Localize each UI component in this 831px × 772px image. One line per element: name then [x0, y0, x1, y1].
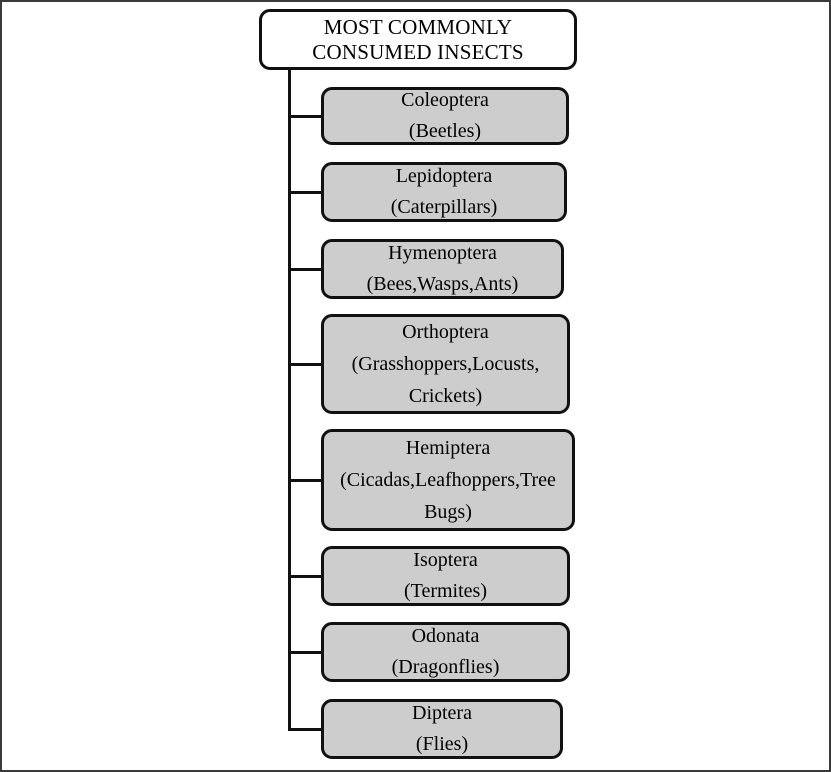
connector-branch-line [288, 728, 324, 731]
connector-branch-line [288, 575, 324, 578]
order-name-label: Lepidoptera [395, 165, 493, 187]
insect-order-node-orthoptera: Orthoptera (Grasshoppers,Locusts, Crickets… [321, 314, 570, 414]
order-name-label: Odonata [411, 625, 480, 647]
common-name-label: (Cicadas,Leafhoppers,Tree [340, 468, 556, 491]
insect-order-node-odonata: Odonata (Dragonflies) [321, 622, 570, 682]
order-name-label: Hemiptera [405, 436, 491, 459]
root-title-line: MOST COMMONLY [323, 15, 513, 40]
insect-order-node-diptera: Diptera (Flies) [321, 699, 563, 759]
insect-order-node-isoptera: Isoptera (Termites) [321, 546, 570, 606]
root-title-line: CONSUMED INSECTS [312, 39, 524, 64]
connector-branch-line [288, 268, 324, 271]
common-name-label: Crickets) [408, 384, 483, 407]
common-name-label: (Grasshoppers,Locusts, [351, 352, 540, 375]
insect-order-node-hymenoptera: Hymenoptera (Bees,Wasps,Ants) [321, 239, 564, 299]
connector-trunk-line [288, 69, 291, 731]
order-name-label: Orthoptera [402, 320, 489, 343]
common-name-label: (Dragonflies) [391, 656, 500, 678]
common-name-label: (Termites) [403, 580, 487, 602]
order-name-label: Hymenoptera [388, 242, 497, 264]
order-name-label: Isoptera [413, 549, 478, 571]
common-name-label: (Caterpillars) [390, 196, 498, 218]
common-name-label: (Bees,Wasps,Ants) [366, 273, 519, 295]
connector-branch-line [288, 191, 324, 194]
connector-branch-line [288, 479, 324, 482]
insect-order-node-lepidoptera: Lepidoptera (Caterpillars) [321, 162, 567, 222]
common-name-label: (Beetles) [408, 120, 482, 142]
common-name-label: (Flies) [415, 733, 469, 755]
insect-order-node-coleoptera: Coleoptera (Beetles) [321, 87, 569, 145]
common-name-label: Bugs) [424, 500, 472, 523]
order-name-label: Coleoptera [401, 89, 489, 111]
connector-branch-line [288, 363, 324, 366]
connector-branch-line [288, 115, 324, 118]
connector-branch-line [288, 651, 324, 654]
order-name-label: Diptera [412, 702, 472, 724]
